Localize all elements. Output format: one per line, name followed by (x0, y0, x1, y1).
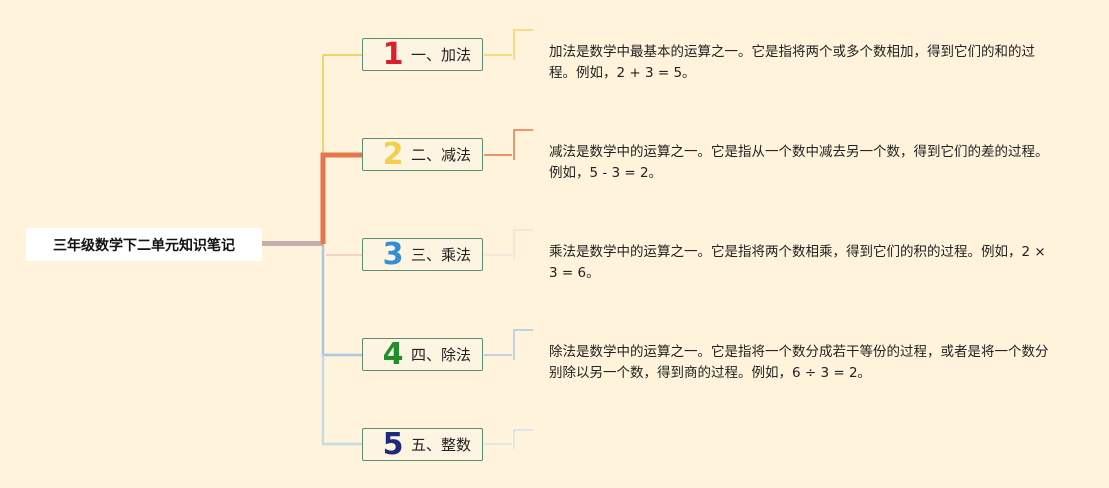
root-topic[interactable]: 三年级数学下二单元知识笔记 (26, 228, 262, 261)
bracket-5 (484, 429, 533, 449)
branch-label: 三、乘法 (411, 246, 472, 264)
bracket-1 (484, 29, 533, 60)
branch-integers[interactable]: 5 五、整数 (362, 428, 483, 461)
branch-addition[interactable]: 1 一、加法 (362, 38, 483, 71)
connector-5 (321, 355, 362, 446)
bracket-4 (484, 329, 533, 360)
branch-label: 四、除法 (411, 346, 472, 364)
description-addition: 加法是数学中最基本的运算之一。它是指将两个或多个数相加，得到它们的和的过程。例如… (549, 44, 1035, 81)
number-3-icon: 3 (382, 236, 404, 272)
branch-subtraction[interactable]: 2 二、减法 (362, 138, 483, 171)
number-5-icon: 5 (382, 426, 404, 462)
number-1-icon: 1 (382, 36, 404, 72)
branch-label: 一、加法 (411, 46, 472, 64)
connector-4 (321, 246, 362, 357)
branch-multiplication[interactable]: 3 三、乘法 (362, 238, 483, 271)
branch-label: 二、减法 (411, 146, 472, 164)
connector-2 (320, 152, 362, 244)
description-division: 除法是数学中的运算之一。它是指将一个数分成若干等份的过程，或者是将一个数分别除以… (549, 344, 1049, 381)
number-4-icon: 4 (382, 336, 404, 372)
description-multiplication: 乘法是数学中的运算之一。它是指将两个数相乘，得到它们的积的过程。例如，2 × 3… (549, 244, 1046, 281)
bracket-3 (484, 229, 533, 260)
root-connector (262, 241, 324, 246)
branch-label: 五、整数 (411, 436, 472, 454)
root-title: 三年级数学下二单元知识笔记 (53, 237, 235, 254)
number-2-icon: 2 (382, 136, 404, 172)
description-subtraction: 减法是数学中的运算之一。它是指从一个数中减去另一个数，得到它们的差的过程。例如，… (549, 144, 1049, 181)
branch-division[interactable]: 4 四、除法 (362, 338, 483, 371)
bracket-2 (484, 129, 533, 160)
